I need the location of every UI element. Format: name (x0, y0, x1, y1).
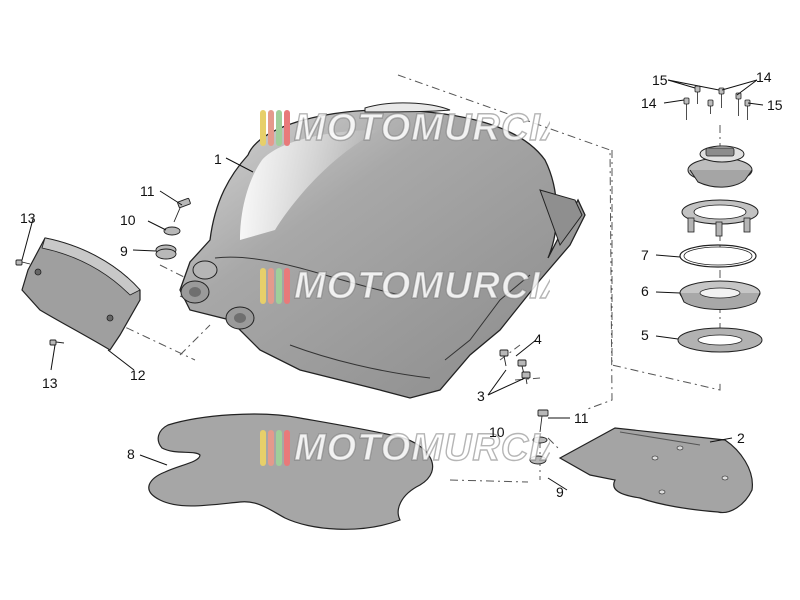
callout-11-left: 11 (140, 183, 155, 199)
watermark-stripes-icon (260, 268, 290, 304)
insulation-sheet (558, 427, 753, 514)
watermark-bottom: MOTOMURCIA (260, 428, 550, 469)
callout-4: 4 (534, 331, 542, 347)
callout-8: 8 (127, 446, 135, 462)
fuel-tank (179, 102, 586, 399)
callout-1: 1 (214, 151, 222, 167)
callout-5: 5 (641, 327, 649, 343)
callout-6: 6 (641, 283, 649, 299)
cap-screws (683, 85, 751, 120)
tank-pad (148, 413, 433, 530)
callout-15-left: 15 (652, 72, 668, 88)
callout-9-right: 9 (556, 484, 564, 500)
callout-15-right: 15 (767, 97, 783, 113)
side-cover (21, 237, 141, 351)
callout-11-right: 11 (574, 410, 589, 426)
callout-9-left: 9 (120, 243, 128, 259)
fuel-cap-assembly (677, 85, 763, 353)
callout-10-left: 10 (120, 212, 136, 228)
callout-13-bottom: 13 (42, 375, 58, 391)
callout-12: 12 (130, 367, 146, 383)
watermark-stripes-icon (260, 430, 290, 466)
callout-10-right: 10 (489, 424, 505, 440)
callout-14-right: 14 (756, 69, 772, 85)
callout-14-left: 14 (641, 95, 657, 111)
watermark-middle: MOTOMURCIA (260, 266, 550, 307)
watermark-top: MOTOMURCIA (260, 108, 550, 149)
watermark-text: MOTOMURCIA (293, 266, 550, 307)
fasteners (15, 197, 549, 465)
leader-lines (21, 79, 764, 491)
watermark-text: MOTOMURCIA (293, 428, 550, 469)
callout-7: 7 (641, 247, 649, 263)
watermark-text: MOTOMURCIA (293, 108, 550, 149)
watermark-stripes-icon (260, 110, 290, 146)
callout-2: 2 (737, 430, 745, 446)
callout-13-top: 13 (20, 210, 36, 226)
callout-3: 3 (477, 388, 485, 404)
